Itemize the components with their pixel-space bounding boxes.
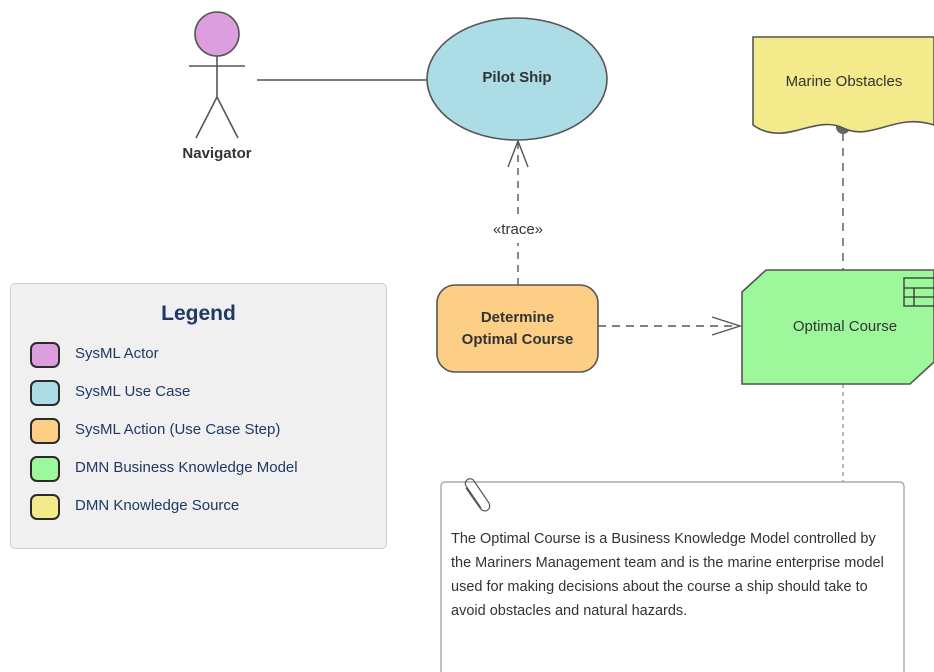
legend-swatch xyxy=(30,418,60,444)
legend-item-label: DMN Knowledge Source xyxy=(75,497,240,514)
trace-arrowhead xyxy=(507,139,529,168)
trace-label: «trace» xyxy=(492,221,544,238)
use-case-pilot-ship[interactable] xyxy=(426,17,608,141)
action-to-bkm-arrowhead xyxy=(711,316,743,336)
legend-item-label: DMN Business Knowledge Model xyxy=(75,459,298,476)
legend-item-label: SysML Actor xyxy=(75,345,159,362)
bkm-label: Optimal Course xyxy=(792,318,898,335)
knowledge-source-marine-obstacles[interactable] xyxy=(752,36,934,135)
note-text: The Optimal Course is a Business Knowled… xyxy=(451,531,884,619)
legend-item-label: SysML Action (Use Case Step) xyxy=(75,421,281,438)
decision-table-icon xyxy=(903,277,934,307)
note-box[interactable] xyxy=(440,481,905,672)
legend-swatch xyxy=(30,380,60,406)
action-determine-optimal-course[interactable] xyxy=(436,284,599,373)
actor-navigator[interactable] xyxy=(189,11,245,139)
actor-head xyxy=(194,11,240,57)
legend-title: Legend xyxy=(161,302,236,325)
legend-swatch xyxy=(30,342,60,368)
legend-swatch xyxy=(30,494,60,520)
knowledge-source-label: Marine Obstacles xyxy=(785,73,903,90)
action-label-line1: Determine xyxy=(480,309,555,326)
legend-item-label: SysML Use Case xyxy=(75,383,191,400)
bkm-optimal-course[interactable] xyxy=(741,269,934,385)
legend-swatch xyxy=(30,456,60,482)
actor-label: Navigator xyxy=(182,145,252,162)
action-label-line2: Optimal Course xyxy=(461,331,574,348)
paperclip-icon xyxy=(464,478,491,512)
use-case-label: Pilot Ship xyxy=(482,69,552,86)
